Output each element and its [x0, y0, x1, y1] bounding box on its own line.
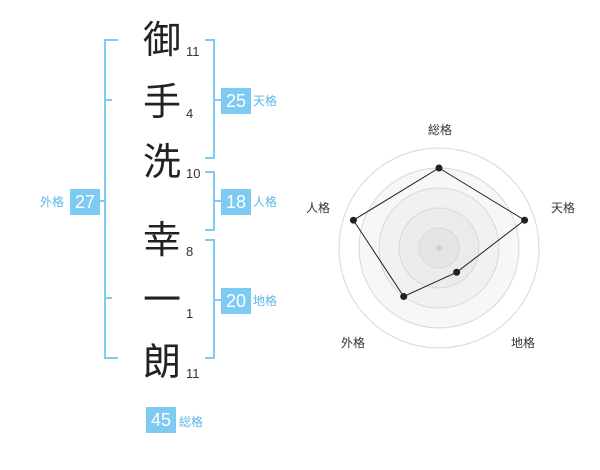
radar-point-jinkaku — [349, 216, 357, 224]
name-char-2: 手 — [142, 80, 181, 124]
radar-points — [349, 164, 529, 301]
radar-polygon — [352, 167, 526, 298]
chikaku-value: 20 — [221, 288, 251, 314]
radar-label-gaikaku: 外格 — [341, 336, 366, 350]
radar-point-tenkaku — [521, 216, 529, 224]
jinkaku-value: 18 — [221, 189, 251, 215]
name-char-4: 幸 — [142, 218, 181, 262]
stroke-count-1: 11 — [186, 44, 200, 59]
jinkaku-label: 人格 — [253, 195, 278, 209]
gaikaku-label: 外格 — [40, 195, 65, 209]
soukaku-value: 45 — [146, 407, 176, 433]
name-char-3: 洗 — [142, 140, 181, 184]
radar-point-gaikaku — [400, 293, 408, 301]
stroke-count-2: 4 — [186, 106, 194, 121]
stroke-count-6: 11 — [186, 366, 200, 381]
radar-rings — [338, 147, 540, 349]
chikaku-label: 地格 — [253, 294, 278, 308]
radar-label-chikaku: 地格 — [511, 336, 536, 350]
radar-center — [436, 245, 442, 251]
stroke-count-3: 10 — [186, 166, 201, 181]
radar-label-soukaku: 総格 — [428, 123, 453, 137]
gaikaku-bracket — [104, 39, 118, 359]
soukaku-label: 総格 — [179, 415, 204, 429]
stroke-count-4: 8 — [186, 244, 194, 259]
tenkaku-value: 25 — [221, 88, 251, 114]
radar-label-jinkaku: 人格 — [306, 201, 331, 215]
radar-point-soukaku — [435, 164, 443, 172]
gaikaku-value: 27 — [70, 189, 100, 215]
tenkaku-label: 天格 — [253, 94, 278, 108]
name-char-5: 一 — [142, 278, 181, 322]
radar-label-tenkaku: 天格 — [551, 201, 576, 215]
radar-point-chikaku — [453, 268, 461, 276]
name-char-1: 御 — [142, 18, 181, 62]
name-char-6: 朗 — [142, 340, 181, 384]
stroke-count-5: 1 — [186, 306, 194, 321]
